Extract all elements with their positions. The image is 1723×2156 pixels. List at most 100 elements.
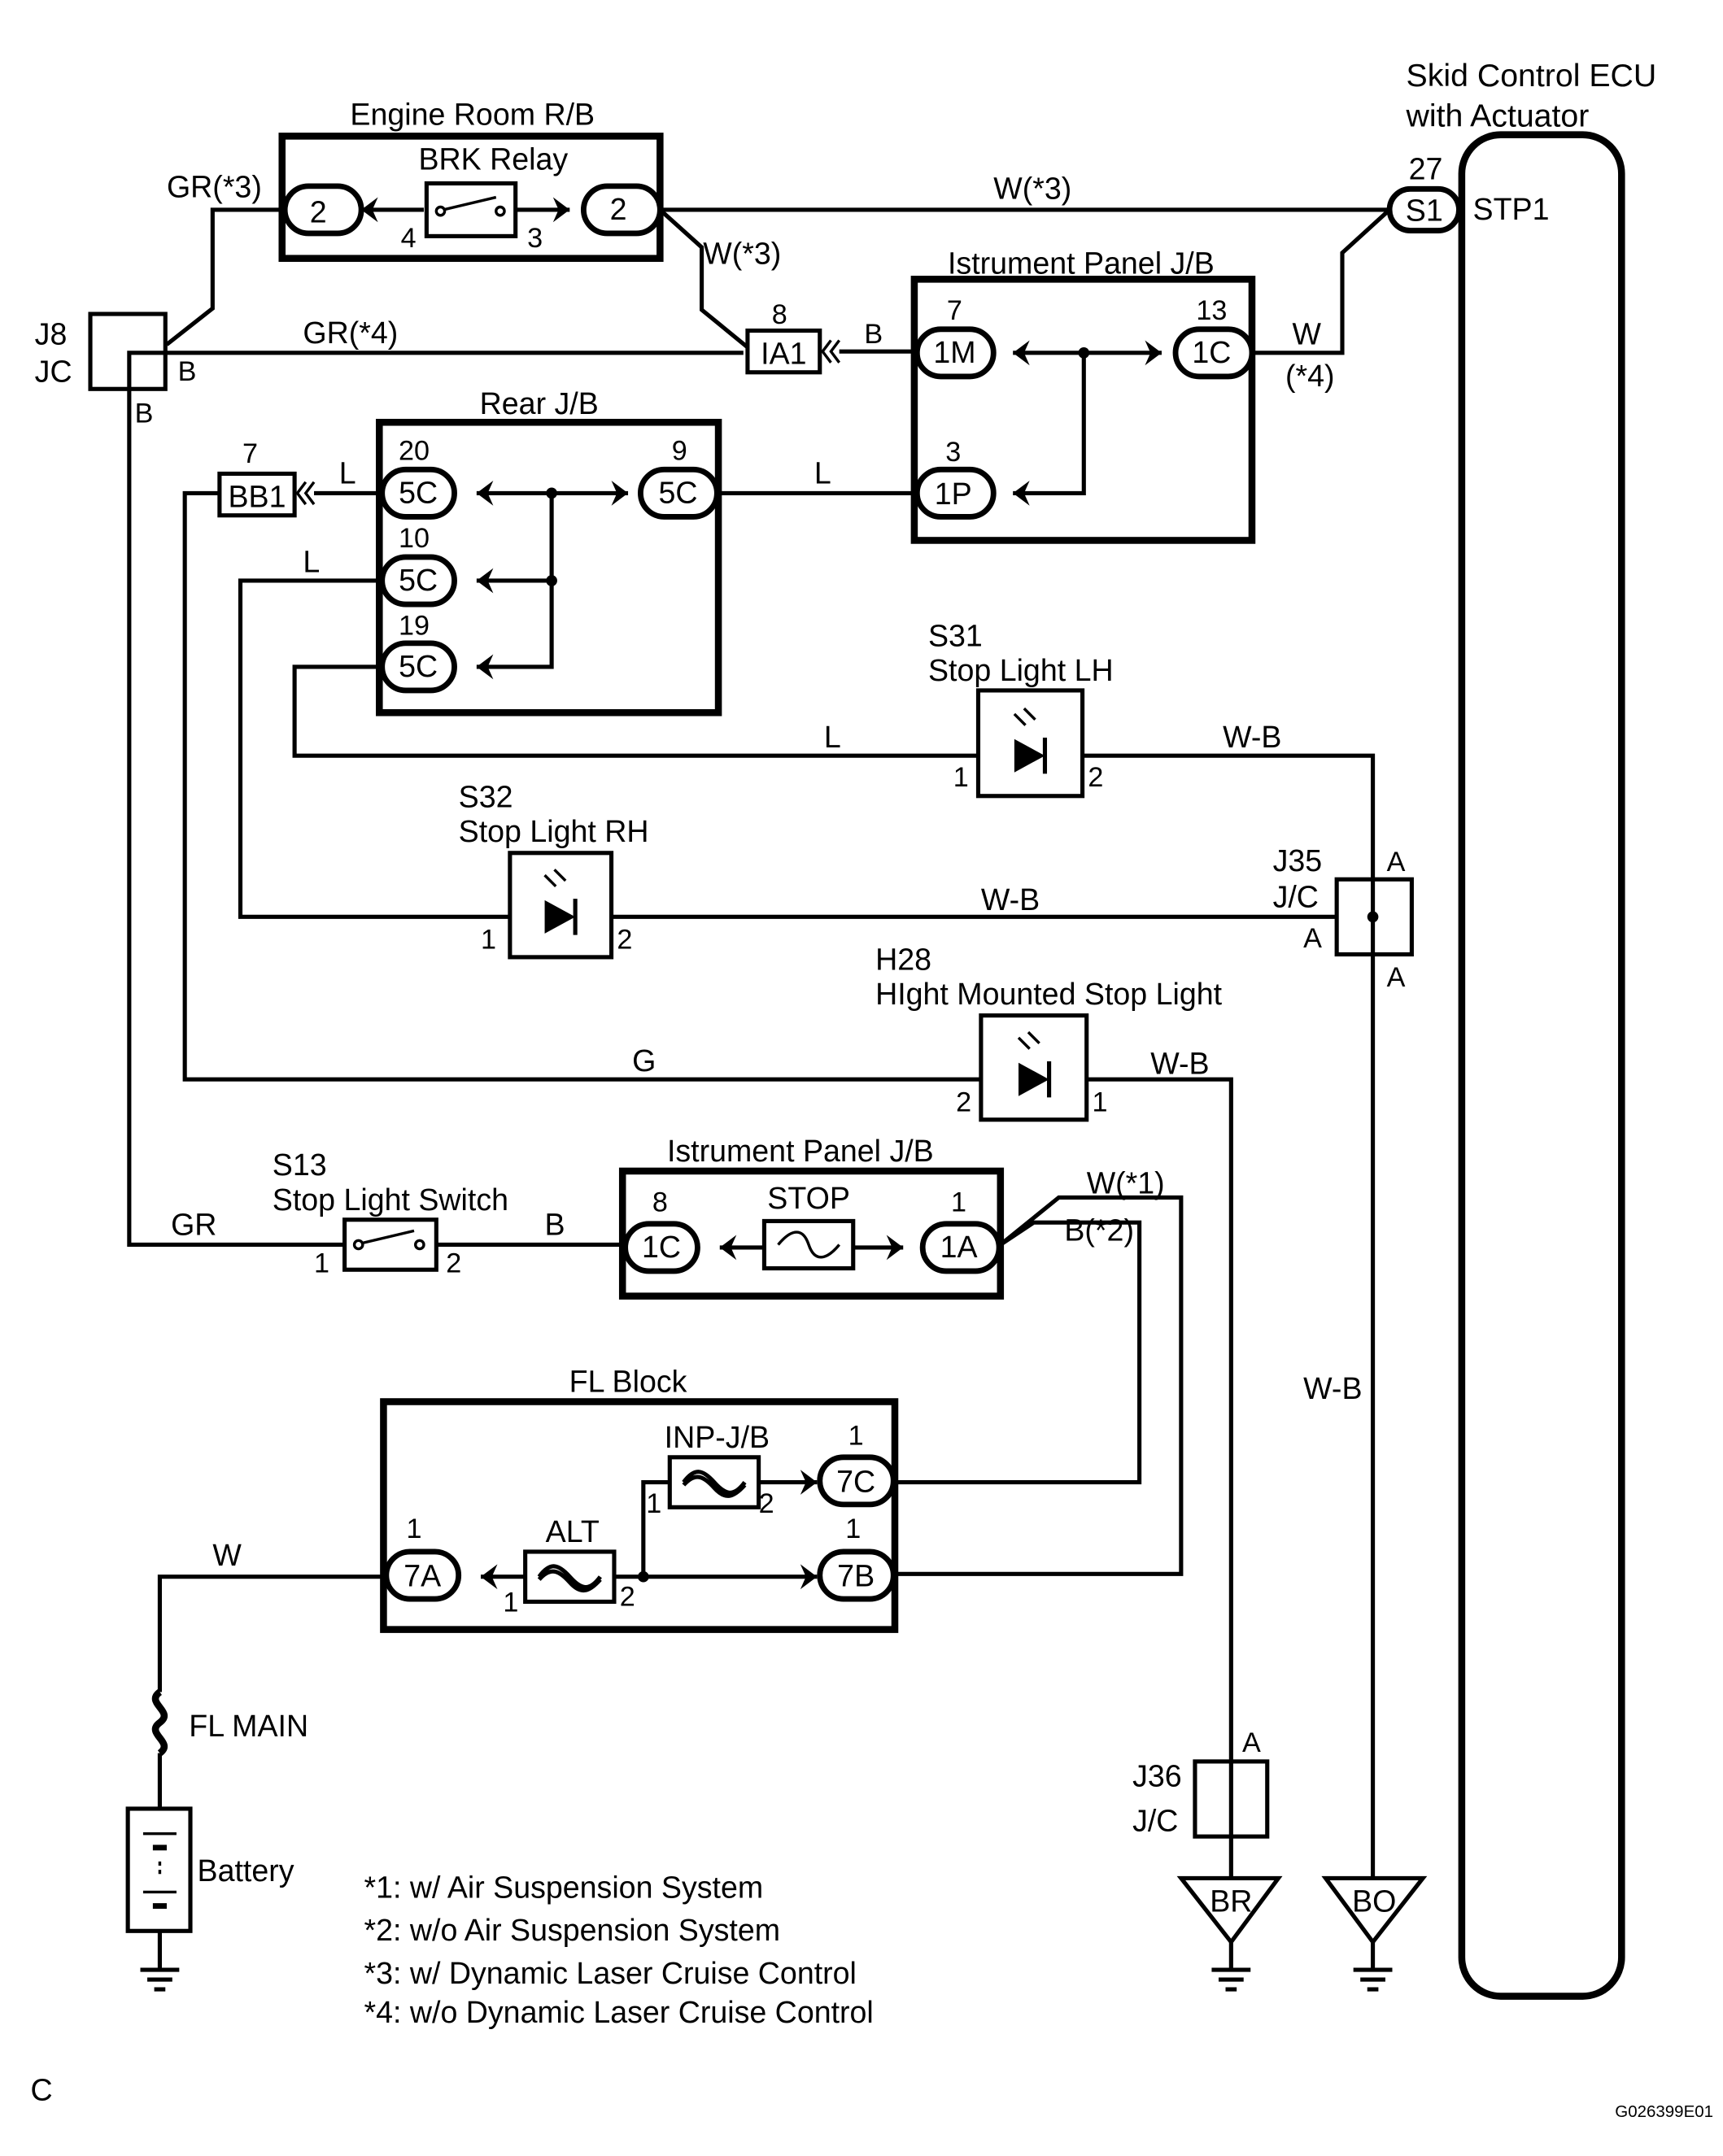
rear-c3-pin: 19 (399, 611, 430, 642)
j36-pin: A (1242, 1727, 1261, 1758)
alt-pin2: 2 (620, 1582, 635, 1613)
battery-ground-icon (140, 1931, 180, 1992)
ia1-pin: 8 (772, 299, 787, 330)
wire-wb-s32: W-B (981, 882, 1040, 917)
inp-pin1: 1 (646, 1488, 661, 1519)
j8-pin-b2: B (135, 398, 154, 429)
s13-name: Stop Light Switch (273, 1183, 508, 1217)
rear-c1: 5C (399, 475, 438, 509)
h28-high-mounted-stop-light (979, 1013, 1089, 1122)
wire-w3-relay: W(*3) (703, 237, 781, 271)
ecu-pin-27: 27 (1409, 151, 1443, 185)
ground-bo-icon (1321, 1875, 1428, 1946)
wire-l-s32-line (238, 578, 510, 919)
wire-gr3: GR(*3) (167, 170, 262, 204)
note-1: *1: w/ Air Suspension System (364, 1870, 764, 1904)
rb-arrow-right (552, 197, 570, 223)
brk-relay-title: BRK Relay (419, 142, 569, 176)
s32-pin1: 1 (481, 925, 496, 956)
note-3: *3: w/ Dynamic Laser Cruise Control (364, 1956, 857, 1990)
wire-l-s31-line (292, 664, 979, 758)
j35-pin-left: A (1303, 923, 1322, 954)
wire-w1: W(*1) (1087, 1165, 1165, 1200)
fl-7a-pin: 1 (407, 1514, 422, 1544)
wire-w-ecu: W (1293, 317, 1322, 351)
relay-switch (443, 195, 497, 211)
brk-relay (424, 181, 518, 238)
ip-jb2-title: Istrument Panel J/B (667, 1134, 934, 1168)
s32-pin2: 2 (617, 925, 632, 956)
wire-b-s13: B (545, 1208, 565, 1242)
ip1-c2: 1C (1192, 335, 1231, 369)
wire-w3-relay-line (658, 208, 749, 350)
rear-c3: 5C (399, 649, 438, 683)
j8-pin-b1: B (178, 356, 197, 387)
h28-pin1: 1 (1093, 1087, 1108, 1117)
corner-label: C (31, 2073, 53, 2107)
j35-type: J/C (1273, 879, 1319, 913)
wire-wb-ground: W-B (1303, 1371, 1362, 1405)
ip1-c3: 1P (935, 477, 972, 511)
s31-pin2: 2 (1088, 762, 1103, 793)
alt-fuse-label: ALT (546, 1514, 600, 1548)
fl-block-title: FL Block (569, 1365, 687, 1399)
j35-pin-bottom: A (1387, 962, 1406, 993)
s32-name: Stop Light RH (459, 814, 649, 848)
fl-7a-label: 7A (403, 1559, 441, 1593)
wire-w-fl: W (212, 1538, 242, 1572)
j35-pin-top: A (1387, 847, 1406, 878)
wire-g-h28: G (632, 1043, 656, 1078)
ip-jb1-title: Istrument Panel J/B (948, 246, 1215, 280)
rb-pin-4: 4 (401, 223, 417, 254)
j36-junction (1193, 1759, 1270, 1839)
fl-7b (817, 1548, 896, 1602)
rb-left-conn-label: 2 (310, 194, 327, 229)
wire-l-s31: L (824, 720, 841, 754)
h28-name: HIght Mounted Stop Light (875, 977, 1223, 1011)
s13-pin1: 1 (314, 1248, 329, 1279)
wire-gr3-line (165, 207, 286, 346)
figure-code: G026399E01 (1615, 2102, 1713, 2121)
j8-type: JC (35, 355, 72, 389)
rear-jb-title: Rear J/B (480, 386, 599, 420)
h28-id: H28 (875, 942, 931, 976)
inp-pin2: 2 (759, 1488, 774, 1519)
fl-main-fuse (151, 1689, 168, 1757)
rb-right-conn-label: 2 (610, 192, 627, 226)
ip1-c2-pin: 13 (1196, 295, 1227, 326)
note-4: *4: w/o Dynamic Laser Cruise Control (364, 1995, 874, 2029)
ip1-c1-pin: 7 (947, 295, 962, 326)
rear-jb (376, 418, 722, 716)
fl-7c-pin: 1 (848, 1420, 864, 1451)
wire-gr-s13: GR (171, 1208, 216, 1242)
s31-pin1: 1 (953, 762, 969, 793)
j35-id: J35 (1273, 843, 1323, 878)
wire-gr4-line (127, 351, 744, 390)
s13-id: S13 (273, 1148, 327, 1182)
wire-g-line (182, 490, 981, 1082)
wire-wb-h28: W-B (1150, 1046, 1209, 1080)
wire-b2-line (894, 1220, 1142, 1485)
fl-7c-label: 7C (836, 1465, 875, 1499)
wire-wb-s31: W-B (1223, 720, 1281, 754)
rear-c2: 5C (399, 563, 438, 597)
wire-w3-top: W(*3) (993, 171, 1071, 205)
bb1-label: BB1 (228, 479, 286, 513)
j36-id: J36 (1132, 1759, 1182, 1793)
wire-w1-line (894, 1195, 1184, 1576)
ia1-connector (745, 328, 822, 375)
ip2-c1: 1C (642, 1230, 681, 1264)
fl-block (380, 1398, 899, 1633)
wire-b2: B(*2) (1064, 1213, 1134, 1247)
rear-c4: 5C (659, 475, 698, 509)
ecu-terminal-stp1: STP1 (1473, 192, 1550, 226)
ecu-conn-label: S1 (1406, 194, 1443, 228)
fl-7b-label: 7B (837, 1559, 875, 1593)
stop-fuse-label: STOP (767, 1181, 850, 1215)
wire-l-bb1: L (339, 455, 356, 490)
wire-l-rear: L (814, 455, 831, 490)
fl-7b-pin: 1 (845, 1514, 861, 1544)
s31-name: Stop Light LH (928, 653, 1114, 687)
battery-label: Battery (198, 1853, 294, 1888)
instrument-panel-jb-2 (618, 1167, 1005, 1300)
